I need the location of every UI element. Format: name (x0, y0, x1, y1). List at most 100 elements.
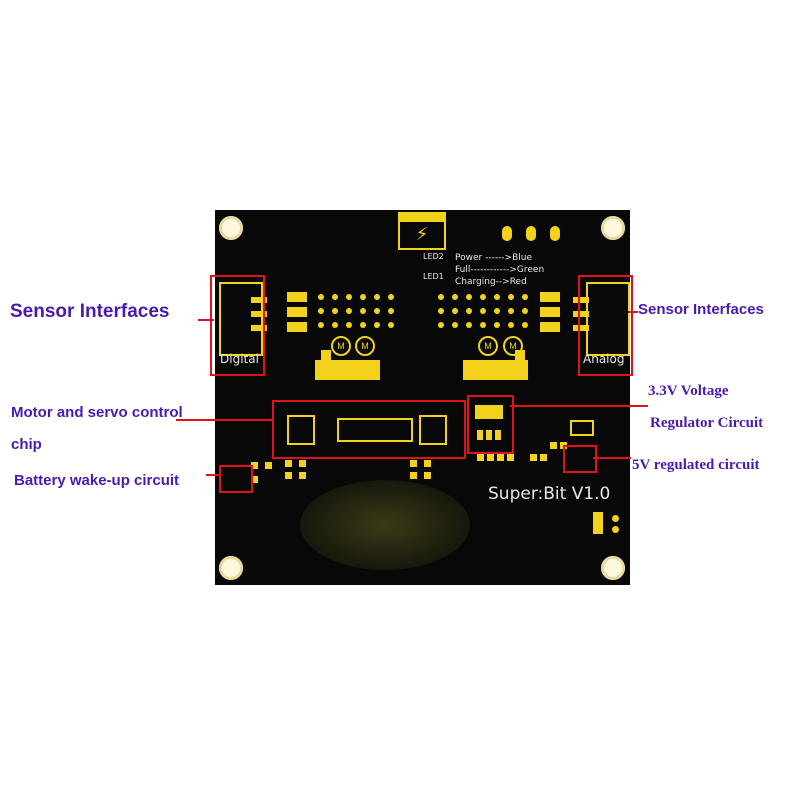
leader-line (198, 319, 214, 321)
battery-pad (550, 226, 560, 241)
highlight-digital (210, 275, 265, 376)
header-pin (466, 308, 472, 314)
header-pin (388, 308, 394, 314)
header-pin (522, 294, 528, 300)
header-pad (287, 292, 307, 302)
header-pin (346, 308, 352, 314)
round-pad (612, 515, 619, 522)
regulator-leg (495, 430, 501, 440)
smd-pad (550, 442, 557, 449)
driver-chip-main (337, 418, 413, 442)
smd-pad (265, 462, 272, 469)
annotation-3v3-line1: 3.3V Voltage (648, 383, 729, 399)
header-pin (438, 322, 444, 328)
digital-label: Digital (220, 352, 259, 366)
analog-label: Analog (583, 352, 625, 366)
connector-pin (251, 311, 267, 317)
driver-chip-right (419, 415, 447, 445)
driver-chip-left (287, 415, 315, 445)
smd-pad (424, 472, 431, 479)
header-pin (332, 308, 338, 314)
leader-line (206, 474, 221, 476)
smd-pad (410, 472, 417, 479)
header-pin (494, 294, 500, 300)
header-pad (540, 307, 560, 317)
header-pin (360, 294, 366, 300)
header-pad (540, 292, 560, 302)
mounting-hole (601, 556, 625, 580)
smd-pad (251, 476, 258, 483)
header-pin (522, 308, 528, 314)
smd-pad (251, 462, 258, 469)
round-pad (612, 526, 619, 533)
smd-pad (497, 454, 504, 461)
servo-pin-grid-left (318, 294, 398, 334)
header-pin (494, 322, 500, 328)
header-pin (452, 308, 458, 314)
header-pin (466, 322, 472, 328)
led1-label: LED1 (423, 272, 444, 281)
regulator-leg (477, 430, 483, 440)
header-pin (508, 308, 514, 314)
connector-pin (251, 325, 267, 331)
digital-connector-body (219, 282, 263, 356)
motor-block-left (315, 360, 380, 380)
power-led-label: Power ------>Blue (455, 253, 533, 263)
highlight-battery (219, 465, 253, 493)
header-pin (466, 294, 472, 300)
header-pin (508, 322, 514, 328)
motor-icon: M (355, 336, 375, 356)
highlight-5v-regulator (563, 445, 597, 473)
smd-pad (299, 472, 306, 479)
header-pin (318, 322, 324, 328)
smd-pad (487, 454, 494, 461)
reflection-blur (300, 480, 470, 570)
annotation-sensor-right: Sensor Interfaces (638, 301, 764, 318)
header-pin (480, 308, 486, 314)
header-pin (360, 322, 366, 328)
header-pin (522, 322, 528, 328)
header-pin (346, 294, 352, 300)
smd-pad (507, 454, 514, 461)
header-pin (318, 294, 324, 300)
highlight-motor-chip (272, 400, 466, 459)
servo-pin-grid-right (438, 294, 533, 334)
header-pin (360, 308, 366, 314)
motor-icon: M (331, 336, 351, 356)
leader-line (510, 405, 648, 407)
header-pin (374, 308, 380, 314)
smd-pad (285, 472, 292, 479)
header-pin (374, 322, 380, 328)
annotation-5v: 5V regulated circuit (632, 457, 760, 473)
5v-regulator-chip (570, 420, 594, 436)
regulator-tab (475, 405, 503, 419)
smd-pad (424, 460, 431, 467)
charging-led-label: Charging-->Red (455, 277, 527, 287)
header-pin (374, 294, 380, 300)
header-pin (318, 308, 324, 314)
led2-label: LED2 (423, 252, 444, 261)
leader-line (176, 419, 274, 421)
annotation-sensor-left: Sensor Interfaces (10, 301, 170, 322)
pcb-board: ⚡ LED2 LED1 Power ------>Blue Full------… (215, 210, 630, 585)
full-led-label: Full------------>Green (455, 265, 545, 275)
header-pad (287, 322, 307, 332)
mounting-hole (219, 556, 243, 580)
header-pin (332, 322, 338, 328)
switch-pad (593, 512, 603, 534)
battery-pad (502, 226, 512, 241)
motor-icon: M (478, 336, 498, 356)
motor-block-stub (321, 350, 331, 362)
header-pin (494, 308, 500, 314)
smd-pad (410, 460, 417, 467)
mounting-hole (219, 216, 243, 240)
connector-pin (573, 325, 589, 331)
leader-line (628, 311, 638, 313)
board-title: Super:Bit V1.0 (488, 484, 611, 504)
header-pin (438, 308, 444, 314)
header-pin (480, 322, 486, 328)
header-pin (346, 322, 352, 328)
highlight-3v3-regulator (467, 395, 514, 454)
header-pin (438, 294, 444, 300)
connector-pin (251, 297, 267, 303)
